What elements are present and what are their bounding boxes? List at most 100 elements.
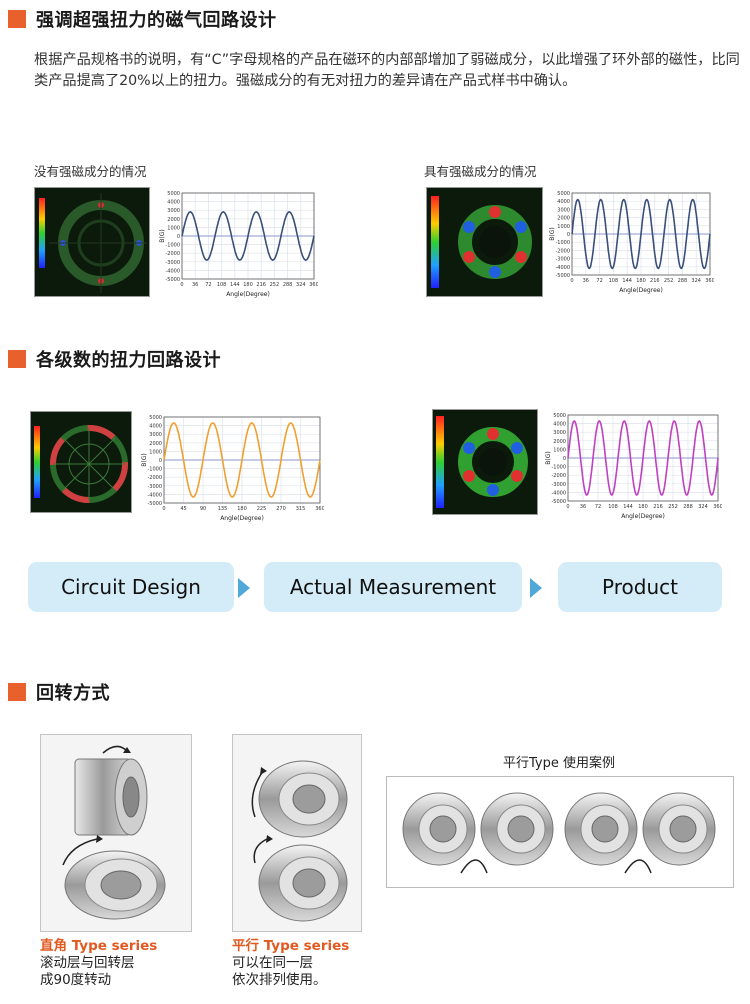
y-tick-label: 4000 bbox=[149, 424, 162, 430]
field-map-4-pole bbox=[30, 411, 132, 513]
x-tick-label: 360 bbox=[309, 282, 318, 288]
x-tick-label: 0 bbox=[180, 282, 183, 288]
y-tick-label: 5000 bbox=[167, 191, 180, 197]
y-tick-label: -1000 bbox=[551, 465, 566, 471]
x-tick-label: 108 bbox=[609, 278, 619, 284]
x-tick-label: 252 bbox=[664, 278, 674, 284]
y-tick-label: -1000 bbox=[165, 243, 180, 249]
intro-paragraph: 根据产品规格书的说明，有“C”字母规格的产品在磁环的内部部增加了弱磁成分，以此增… bbox=[34, 52, 740, 89]
chart-with-strong-svg: 500040003000200010000-1000-2000-3000-400… bbox=[548, 187, 714, 295]
x-axis-label: Angle(Degree) bbox=[621, 513, 665, 520]
y-tick-label: 3000 bbox=[557, 207, 570, 213]
flow-arrow-icon bbox=[238, 578, 250, 598]
field-map-with-strong bbox=[426, 187, 543, 297]
x-tick-label: 108 bbox=[608, 504, 618, 510]
y-tick-label: -5000 bbox=[555, 273, 570, 279]
flow-arrow-icon bbox=[530, 578, 542, 598]
x-tick-label: 180 bbox=[638, 504, 648, 510]
x-tick-label: 288 bbox=[678, 278, 688, 284]
series-line bbox=[181, 211, 315, 261]
right-angle-type-desc: 滚动层与回转层 bbox=[40, 955, 135, 971]
x-tick-label: 144 bbox=[622, 278, 632, 284]
x-tick-label: 288 bbox=[683, 504, 693, 510]
y-tick-label: 4000 bbox=[557, 199, 570, 205]
y-tick-label: -2000 bbox=[555, 248, 570, 254]
x-tick-label: 360 bbox=[713, 504, 722, 510]
section-title-text: 强调超强扭力的磁气回路设计 bbox=[36, 10, 277, 31]
x-tick-label: 180 bbox=[243, 282, 253, 288]
x-tick-label: 36 bbox=[583, 278, 589, 284]
y-axis-label: B(G) bbox=[545, 451, 552, 464]
x-tick-label: 72 bbox=[596, 278, 602, 284]
y-tick-label: -2000 bbox=[165, 251, 180, 257]
x-tick-label: 72 bbox=[205, 282, 211, 288]
x-tick-label: 216 bbox=[256, 282, 266, 288]
caption-no-strong-magnet: 没有强磁成分的情况 bbox=[34, 164, 147, 179]
x-tick-label: 324 bbox=[296, 282, 306, 288]
chart-6-pole-svg: 500040003000200010000-1000-2000-3000-400… bbox=[544, 409, 722, 521]
y-tick-label: 1000 bbox=[149, 449, 162, 455]
y-tick-label: -4000 bbox=[147, 492, 162, 498]
x-tick-label: 144 bbox=[623, 504, 633, 510]
y-axis-label: B(G) bbox=[141, 453, 148, 466]
chart-without-strong-svg: 500040003000200010000-1000-2000-3000-400… bbox=[158, 187, 318, 299]
x-tick-label: 0 bbox=[566, 504, 569, 510]
x-tick-label: 216 bbox=[653, 504, 663, 510]
x-tick-label: 135 bbox=[218, 506, 228, 512]
x-tick-label: 324 bbox=[691, 278, 701, 284]
y-tick-label: 3000 bbox=[167, 208, 180, 214]
x-axis-label: Angle(Degree) bbox=[619, 287, 663, 294]
x-tick-label: 252 bbox=[668, 504, 678, 510]
x-tick-label: 0 bbox=[162, 506, 165, 512]
section-marker bbox=[8, 350, 26, 368]
parallel-type-desc: 依次排列使用。 bbox=[232, 972, 327, 988]
y-tick-label: 2000 bbox=[557, 216, 570, 222]
x-tick-label: 180 bbox=[636, 278, 646, 284]
y-tick-label: -2000 bbox=[551, 473, 566, 479]
y-tick-label: 3000 bbox=[553, 430, 566, 436]
y-tick-label: -2000 bbox=[147, 475, 162, 481]
x-tick-label: 324 bbox=[698, 504, 708, 510]
x-tick-label: 216 bbox=[650, 278, 660, 284]
flow-step-actual-measurement: Actual Measurement bbox=[264, 562, 522, 612]
x-tick-label: 72 bbox=[595, 504, 601, 510]
y-tick-label: 1000 bbox=[557, 224, 570, 230]
x-tick-label: 36 bbox=[192, 282, 198, 288]
y-tick-label: 0 bbox=[159, 458, 162, 464]
y-tick-label: -3000 bbox=[165, 260, 180, 266]
parallel-example-title: 平行Type 使用案例 bbox=[503, 756, 615, 771]
parallel-type-name: 平行 Type series bbox=[232, 938, 350, 954]
y-tick-label: 1000 bbox=[553, 447, 566, 453]
x-axis-label: Angle(Degree) bbox=[226, 291, 270, 298]
parallel-type-illustration bbox=[232, 734, 362, 932]
y-tick-label: 2000 bbox=[553, 439, 566, 445]
x-tick-label: 225 bbox=[257, 506, 267, 512]
x-tick-label: 90 bbox=[200, 506, 206, 512]
y-tick-label: 2000 bbox=[167, 217, 180, 223]
y-axis-label: B(G) bbox=[549, 227, 556, 240]
right-angle-type-name: 直角 Type series bbox=[40, 938, 158, 954]
y-tick-label: -1000 bbox=[555, 240, 570, 246]
y-tick-label: 5000 bbox=[149, 415, 162, 421]
y-tick-label: -5000 bbox=[551, 499, 566, 505]
flow-step-product: Product bbox=[558, 562, 722, 612]
x-axis-label: Angle(Degree) bbox=[220, 515, 264, 522]
series-line bbox=[567, 419, 719, 497]
y-tick-label: 5000 bbox=[557, 191, 570, 197]
ring-1 bbox=[402, 792, 476, 866]
y-tick-label: -3000 bbox=[551, 482, 566, 488]
y-tick-label: 3000 bbox=[149, 432, 162, 438]
y-tick-label: -1000 bbox=[147, 467, 162, 473]
parallel-type-desc: 可以在同一层 bbox=[232, 955, 313, 971]
flow-step-circuit-design: Circuit Design bbox=[28, 562, 234, 612]
x-tick-label: 0 bbox=[570, 278, 573, 284]
y-tick-label: 0 bbox=[177, 234, 180, 240]
y-tick-label: 5000 bbox=[553, 413, 566, 419]
section-title-text: 各级数的扭力回路设计 bbox=[36, 350, 221, 371]
field-map-without-strong bbox=[34, 187, 150, 297]
y-tick-label: 0 bbox=[563, 456, 566, 462]
right-angle-type-desc: 成90度转动 bbox=[40, 972, 112, 988]
